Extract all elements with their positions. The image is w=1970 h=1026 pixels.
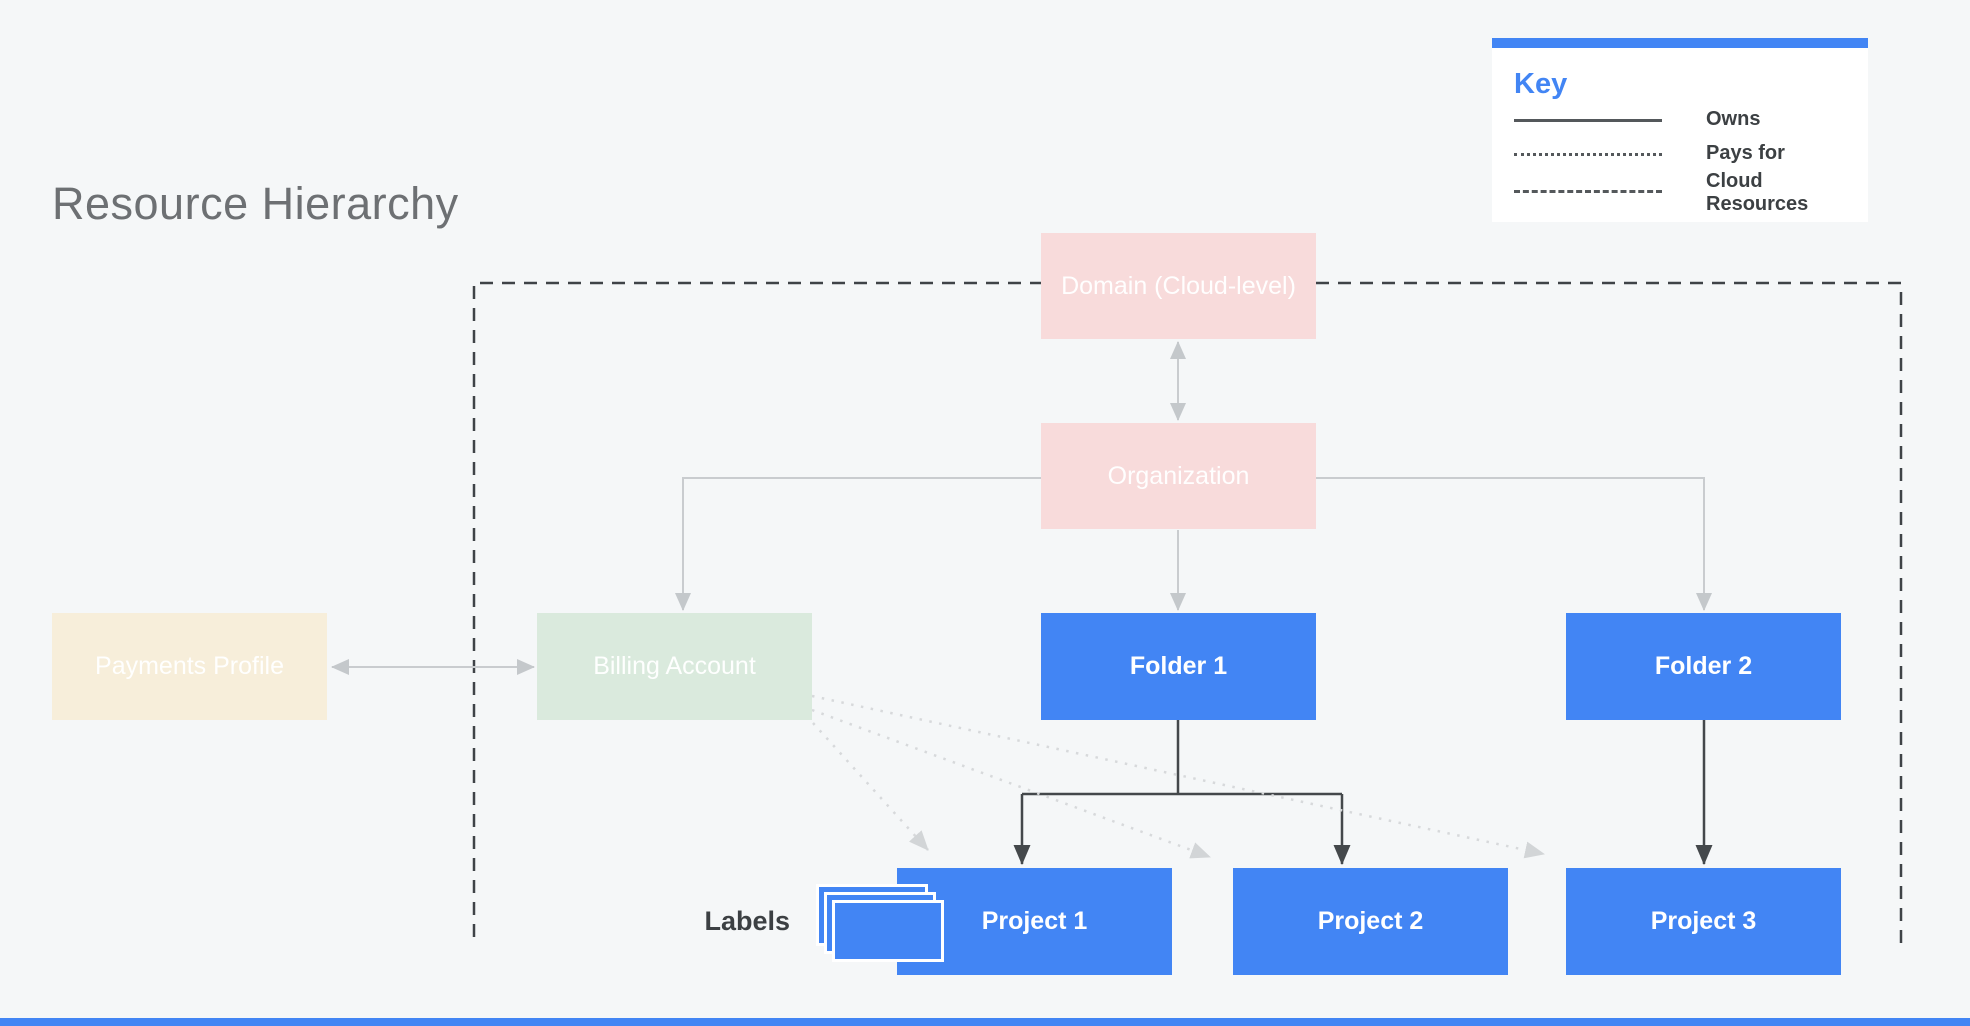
node-domain-label: Domain (Cloud-level) — [1061, 271, 1296, 300]
node-project-1-label: Project 1 — [981, 907, 1088, 935]
legend-label-pays-for: Pays for — [1706, 142, 1785, 164]
legend-solid-line-swatch — [1514, 119, 1662, 122]
edge-billing-project2-paysfor — [811, 708, 1211, 859]
node-billing-account: Billing Account — [537, 613, 812, 720]
node-folder-1-label: Folder 1 — [1129, 652, 1228, 680]
edge-organization-folder2 — [1316, 477, 1712, 611]
legend-title: Key — [1514, 68, 1568, 100]
legend-top-bar — [1492, 38, 1868, 48]
node-organization-label: Organization — [1107, 461, 1250, 490]
edge-folder1-branch — [1022, 720, 1342, 796]
node-payments-profile: Payments Profile — [52, 613, 327, 720]
node-billing-account-label: Billing Account — [593, 652, 756, 680]
node-project-3-label: Project 3 — [1650, 907, 1757, 935]
labels-stack-icon — [816, 884, 950, 966]
node-project-2-label: Project 2 — [1317, 907, 1424, 935]
node-folder-1: Folder 1 — [1041, 613, 1316, 720]
node-folder-2: Folder 2 — [1566, 613, 1841, 720]
page-title: Resource Hierarchy — [52, 178, 459, 229]
node-organization: Organization — [1041, 423, 1316, 529]
legend-label-cloud-resources: Cloud Resources — [1706, 170, 1809, 215]
legend-key: Key Owns Pays for Cloud Resources — [1492, 38, 1868, 222]
legend-label-owns: Owns — [1706, 108, 1761, 130]
node-payments-profile-label: Payments Profile — [95, 652, 284, 680]
bottom-accent-bar — [0, 1018, 1970, 1026]
node-project-3: Project 3 — [1566, 868, 1841, 975]
label-card-front-icon — [832, 900, 944, 962]
labels-caption: Labels — [704, 906, 790, 936]
node-folder-2-label: Folder 2 — [1654, 652, 1753, 680]
node-domain: Domain (Cloud-level) — [1041, 233, 1316, 339]
legend-dashed-line-swatch — [1514, 190, 1662, 193]
edge-billing-project1-paysfor — [812, 722, 929, 851]
node-project-2: Project 2 — [1233, 868, 1508, 975]
legend-dotted-line-swatch — [1514, 153, 1662, 156]
edge-organization-billing — [675, 477, 1041, 611]
